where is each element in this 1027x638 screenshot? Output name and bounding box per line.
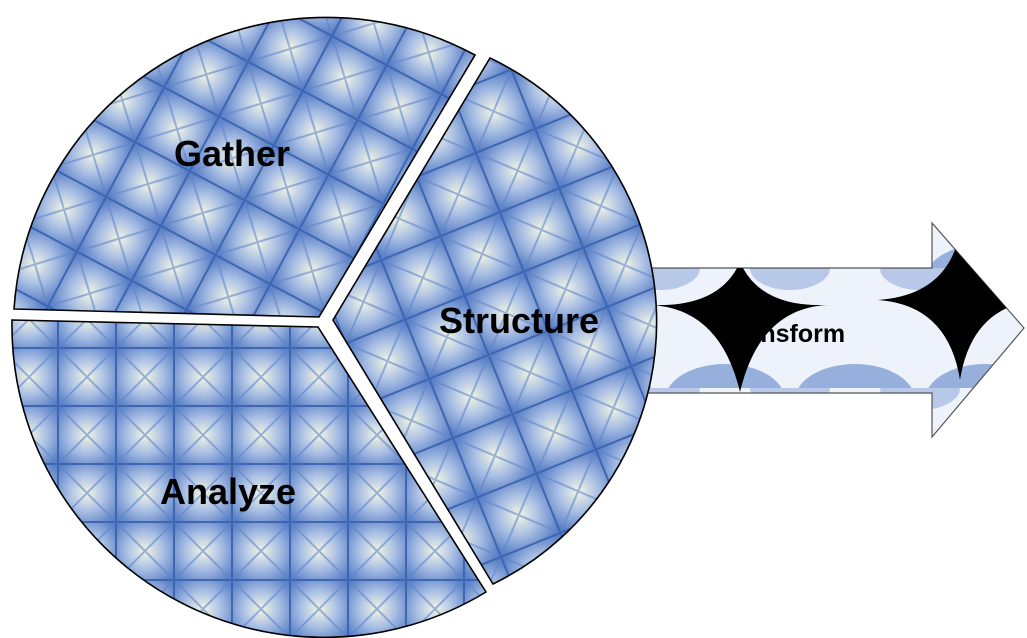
segment-analyze [11,319,488,638]
cycle-wheel [11,16,658,638]
star-shape-icon [650,232,1024,392]
segment-label-analyze: Analyze [160,471,296,512]
arrow-label: Transform [723,320,845,348]
segment-gather [13,16,477,318]
segment-label-gather: Gather [174,133,290,174]
segment-label-structure: Structure [439,300,599,341]
segment-structure [332,56,658,586]
transform-arrow: Transform [599,221,1025,439]
